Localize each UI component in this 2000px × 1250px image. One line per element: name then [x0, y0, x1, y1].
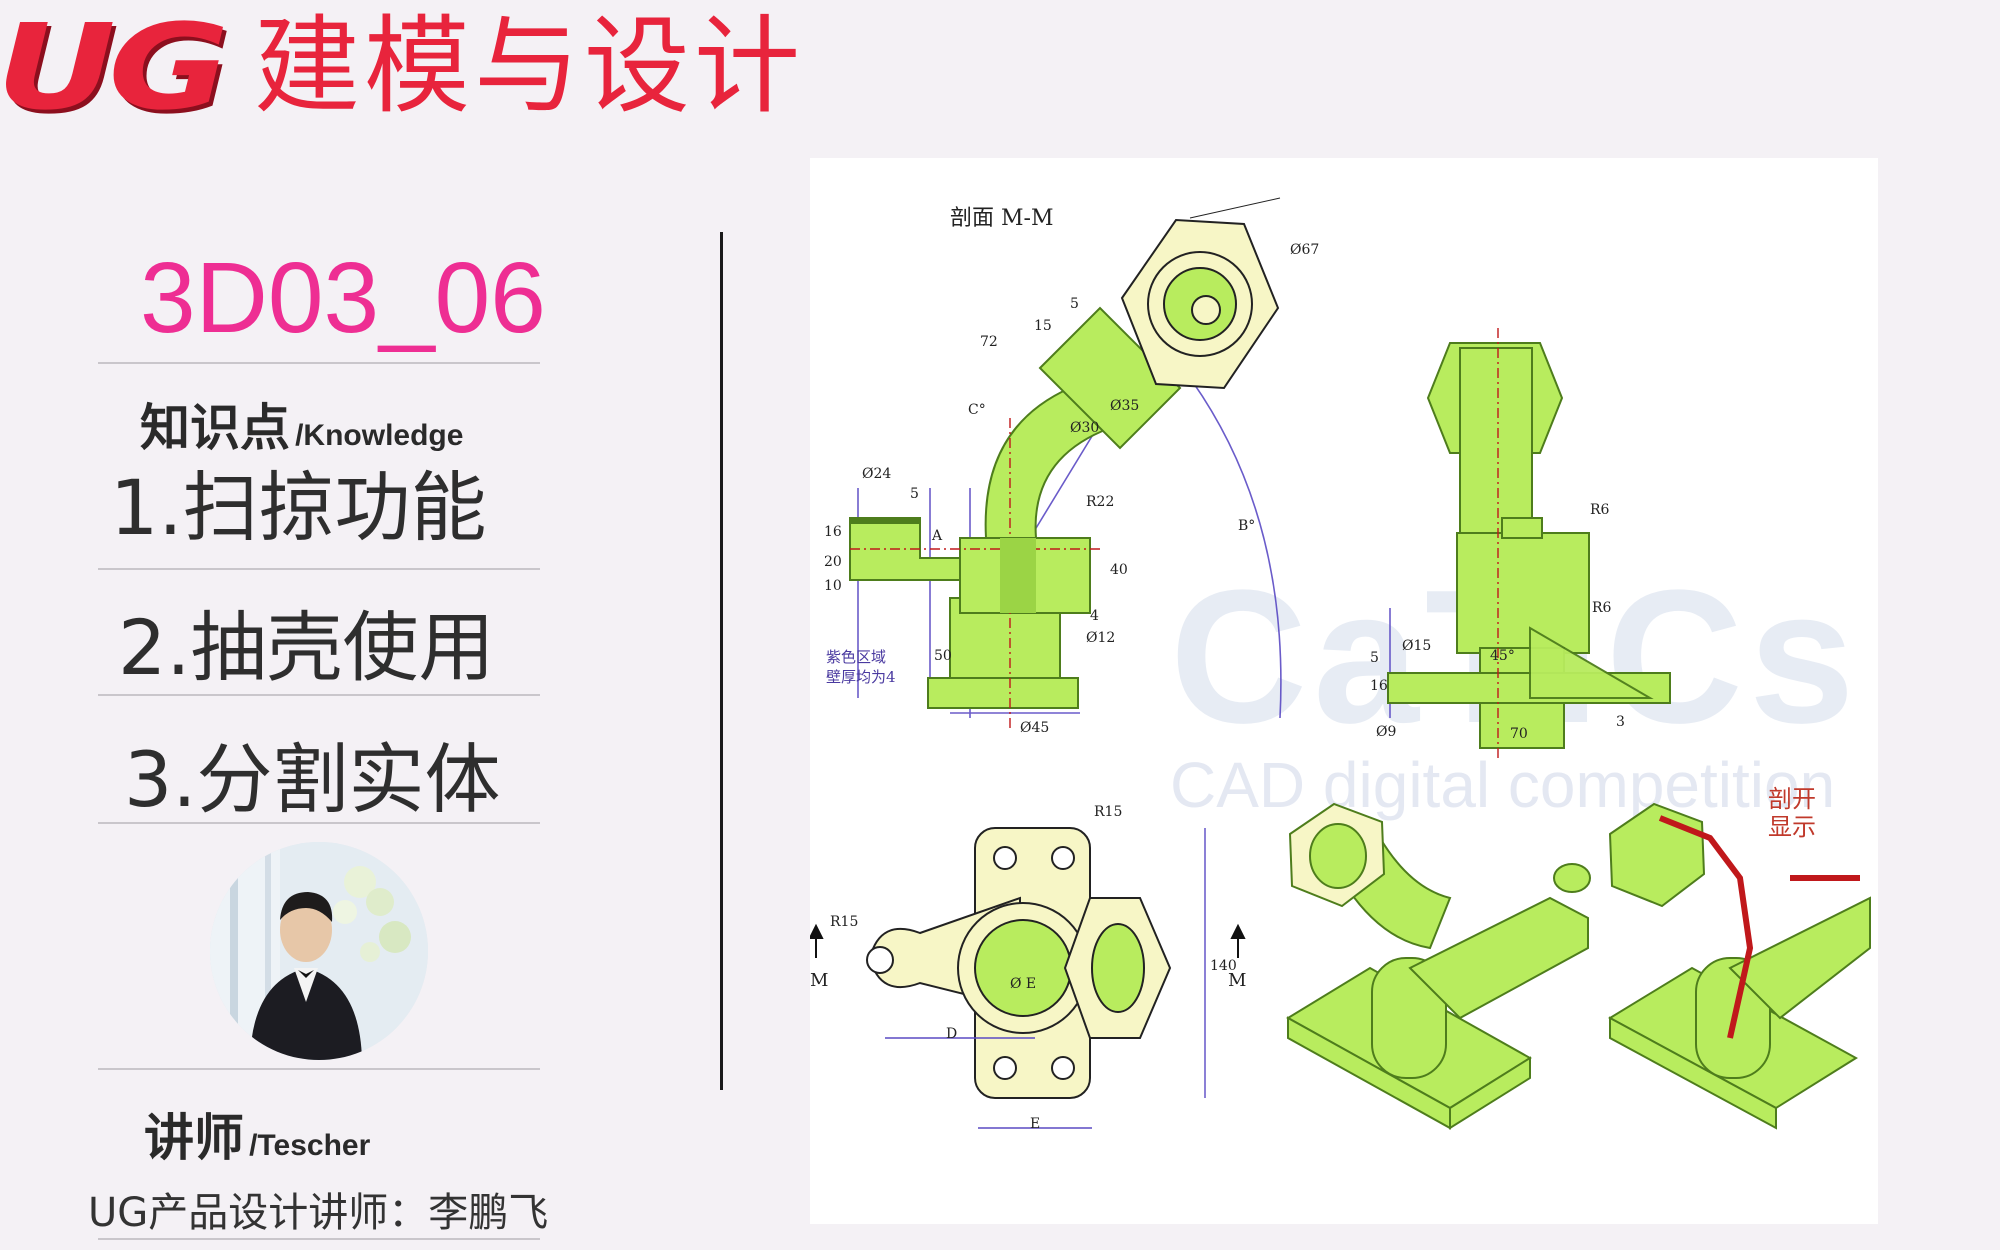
dim-label: R15 [830, 914, 859, 930]
section-label: 剖面 M-M [950, 206, 1054, 231]
watermark-subtitle: CAD digital competition [1170, 749, 1836, 821]
dim-label: Ø30 [1070, 420, 1100, 436]
dim-label: 72 [980, 334, 998, 350]
wall-note-line-2: 壁厚均为4 [826, 667, 896, 686]
knowledge-point-2: 2.抽壳使用 [118, 603, 495, 692]
knowledge-point-3: 3.分割实体 [124, 735, 501, 824]
dim-label: 5 [1070, 296, 1079, 312]
knowledge-label-en: /Knowledge [295, 419, 464, 452]
technical-drawing-svg [810, 197, 1871, 1130]
dim-label: B° [1238, 518, 1256, 534]
page-title: 建模与设计 [254, 5, 804, 128]
lesson-code: 3D03_06 [140, 242, 546, 354]
header: UG 建模与设计 [0, 0, 900, 140]
dim-label: 10 [824, 578, 842, 594]
dim-label: 5 [910, 486, 919, 502]
dim-label: Ø24 [862, 466, 892, 482]
dim-label: 20 [824, 554, 842, 570]
cut-view-note: 剖开显示 [1768, 785, 1816, 841]
wall-note: 紫色区域 壁厚均为4 [826, 648, 896, 687]
dim-label: 140 [1210, 958, 1237, 974]
knowledge-heading: 知识点 /Knowledge [140, 388, 463, 460]
dim-label: 50 [934, 648, 952, 664]
dim-label: A [932, 528, 943, 544]
section-mark-right: M [1228, 970, 1247, 991]
dim-label: R15 [1094, 804, 1123, 820]
dim-label: 16 [1370, 678, 1388, 694]
dim-label: C° [968, 402, 986, 418]
dim-label: R6 [1590, 502, 1610, 518]
divider [98, 694, 540, 696]
teacher-name: UG产品设计讲师：李鹏飞 [88, 1190, 549, 1236]
dim-label: 45° [1490, 648, 1515, 664]
dim-label: D [946, 1026, 958, 1042]
dim-label: Ø12 [1086, 630, 1116, 646]
dim-label: 40 [1110, 562, 1128, 578]
divider [98, 1068, 540, 1070]
teacher-heading: 讲师 /Tescher [144, 1098, 370, 1170]
divider [98, 568, 540, 570]
divider [98, 362, 540, 364]
dim-label: Ø15 [1402, 638, 1432, 654]
dim-label: 3 [1616, 714, 1625, 730]
dim-label: Ø45 [1020, 720, 1050, 736]
knowledge-point-1: 1.扫掠功能 [110, 463, 487, 552]
teacher-label-en: /Tescher [249, 1129, 371, 1162]
dim-label: Ø67 [1290, 242, 1320, 258]
vertical-divider [720, 232, 723, 1090]
dim-label: 15 [1034, 318, 1052, 334]
dim-label: Ø9 [1376, 724, 1397, 740]
section-mark-left: M [810, 970, 829, 991]
teacher-avatar [210, 842, 428, 1060]
dim-label: 16 [824, 524, 842, 540]
dim-label: Ø E [1010, 976, 1037, 992]
divider [98, 822, 540, 824]
divider [98, 1238, 540, 1240]
ug-logo: UG [0, 0, 229, 136]
dim-label: E [1030, 1116, 1041, 1132]
dim-label: 5 [1370, 650, 1379, 666]
teacher-label-cn: 讲师 [144, 1109, 244, 1167]
engineering-drawing: CaTICs CAD digital competition [810, 158, 1878, 1224]
wall-note-line-1: 紫色区域 [826, 648, 887, 666]
dim-label: 70 [1510, 726, 1528, 742]
knowledge-label-cn: 知识点 [140, 399, 290, 457]
dim-label: R6 [1592, 600, 1612, 616]
dim-label: R22 [1086, 494, 1115, 510]
dim-label: 4 [1090, 608, 1099, 624]
dim-label: Ø35 [1110, 398, 1140, 414]
